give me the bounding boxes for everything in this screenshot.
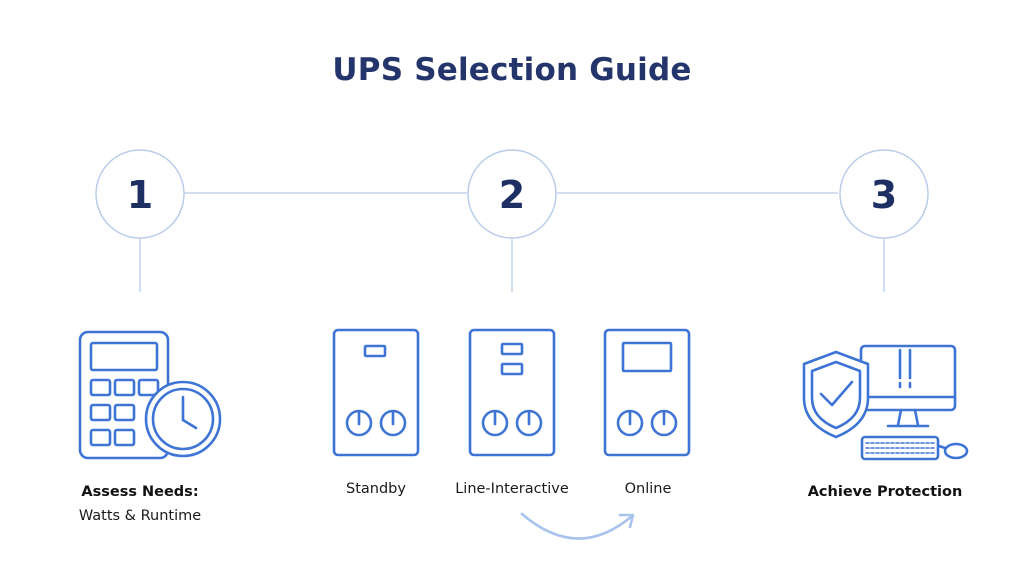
page-title: UPS Selection Guide: [332, 52, 692, 88]
step-1-label: Assess Needs:: [81, 484, 199, 500]
calculator-clock-icon: [78, 330, 222, 460]
step-3-circle: 3: [839, 149, 929, 239]
step-3-label: Achieve Protection: [807, 484, 963, 500]
shield-computer-icon: [802, 344, 969, 461]
option-line-interactive-label: Line-Interactive: [455, 481, 569, 497]
step-1-circle: 1: [95, 149, 185, 239]
step-2-number: 2: [499, 173, 525, 217]
step-2-circle: 2: [467, 149, 557, 239]
ups-standby-icon: [332, 328, 420, 457]
ups-line-interactive-icon: [468, 328, 556, 457]
step-3-number: 3: [871, 173, 897, 217]
option-standby-label: Standby: [346, 481, 406, 497]
step-1-number: 1: [127, 173, 153, 217]
ups-online-icon: [603, 328, 691, 457]
step-1-sublabel: Watts & Runtime: [78, 508, 202, 524]
option-online-label: Online: [624, 481, 672, 497]
curved-arrow-icon: [520, 512, 635, 540]
